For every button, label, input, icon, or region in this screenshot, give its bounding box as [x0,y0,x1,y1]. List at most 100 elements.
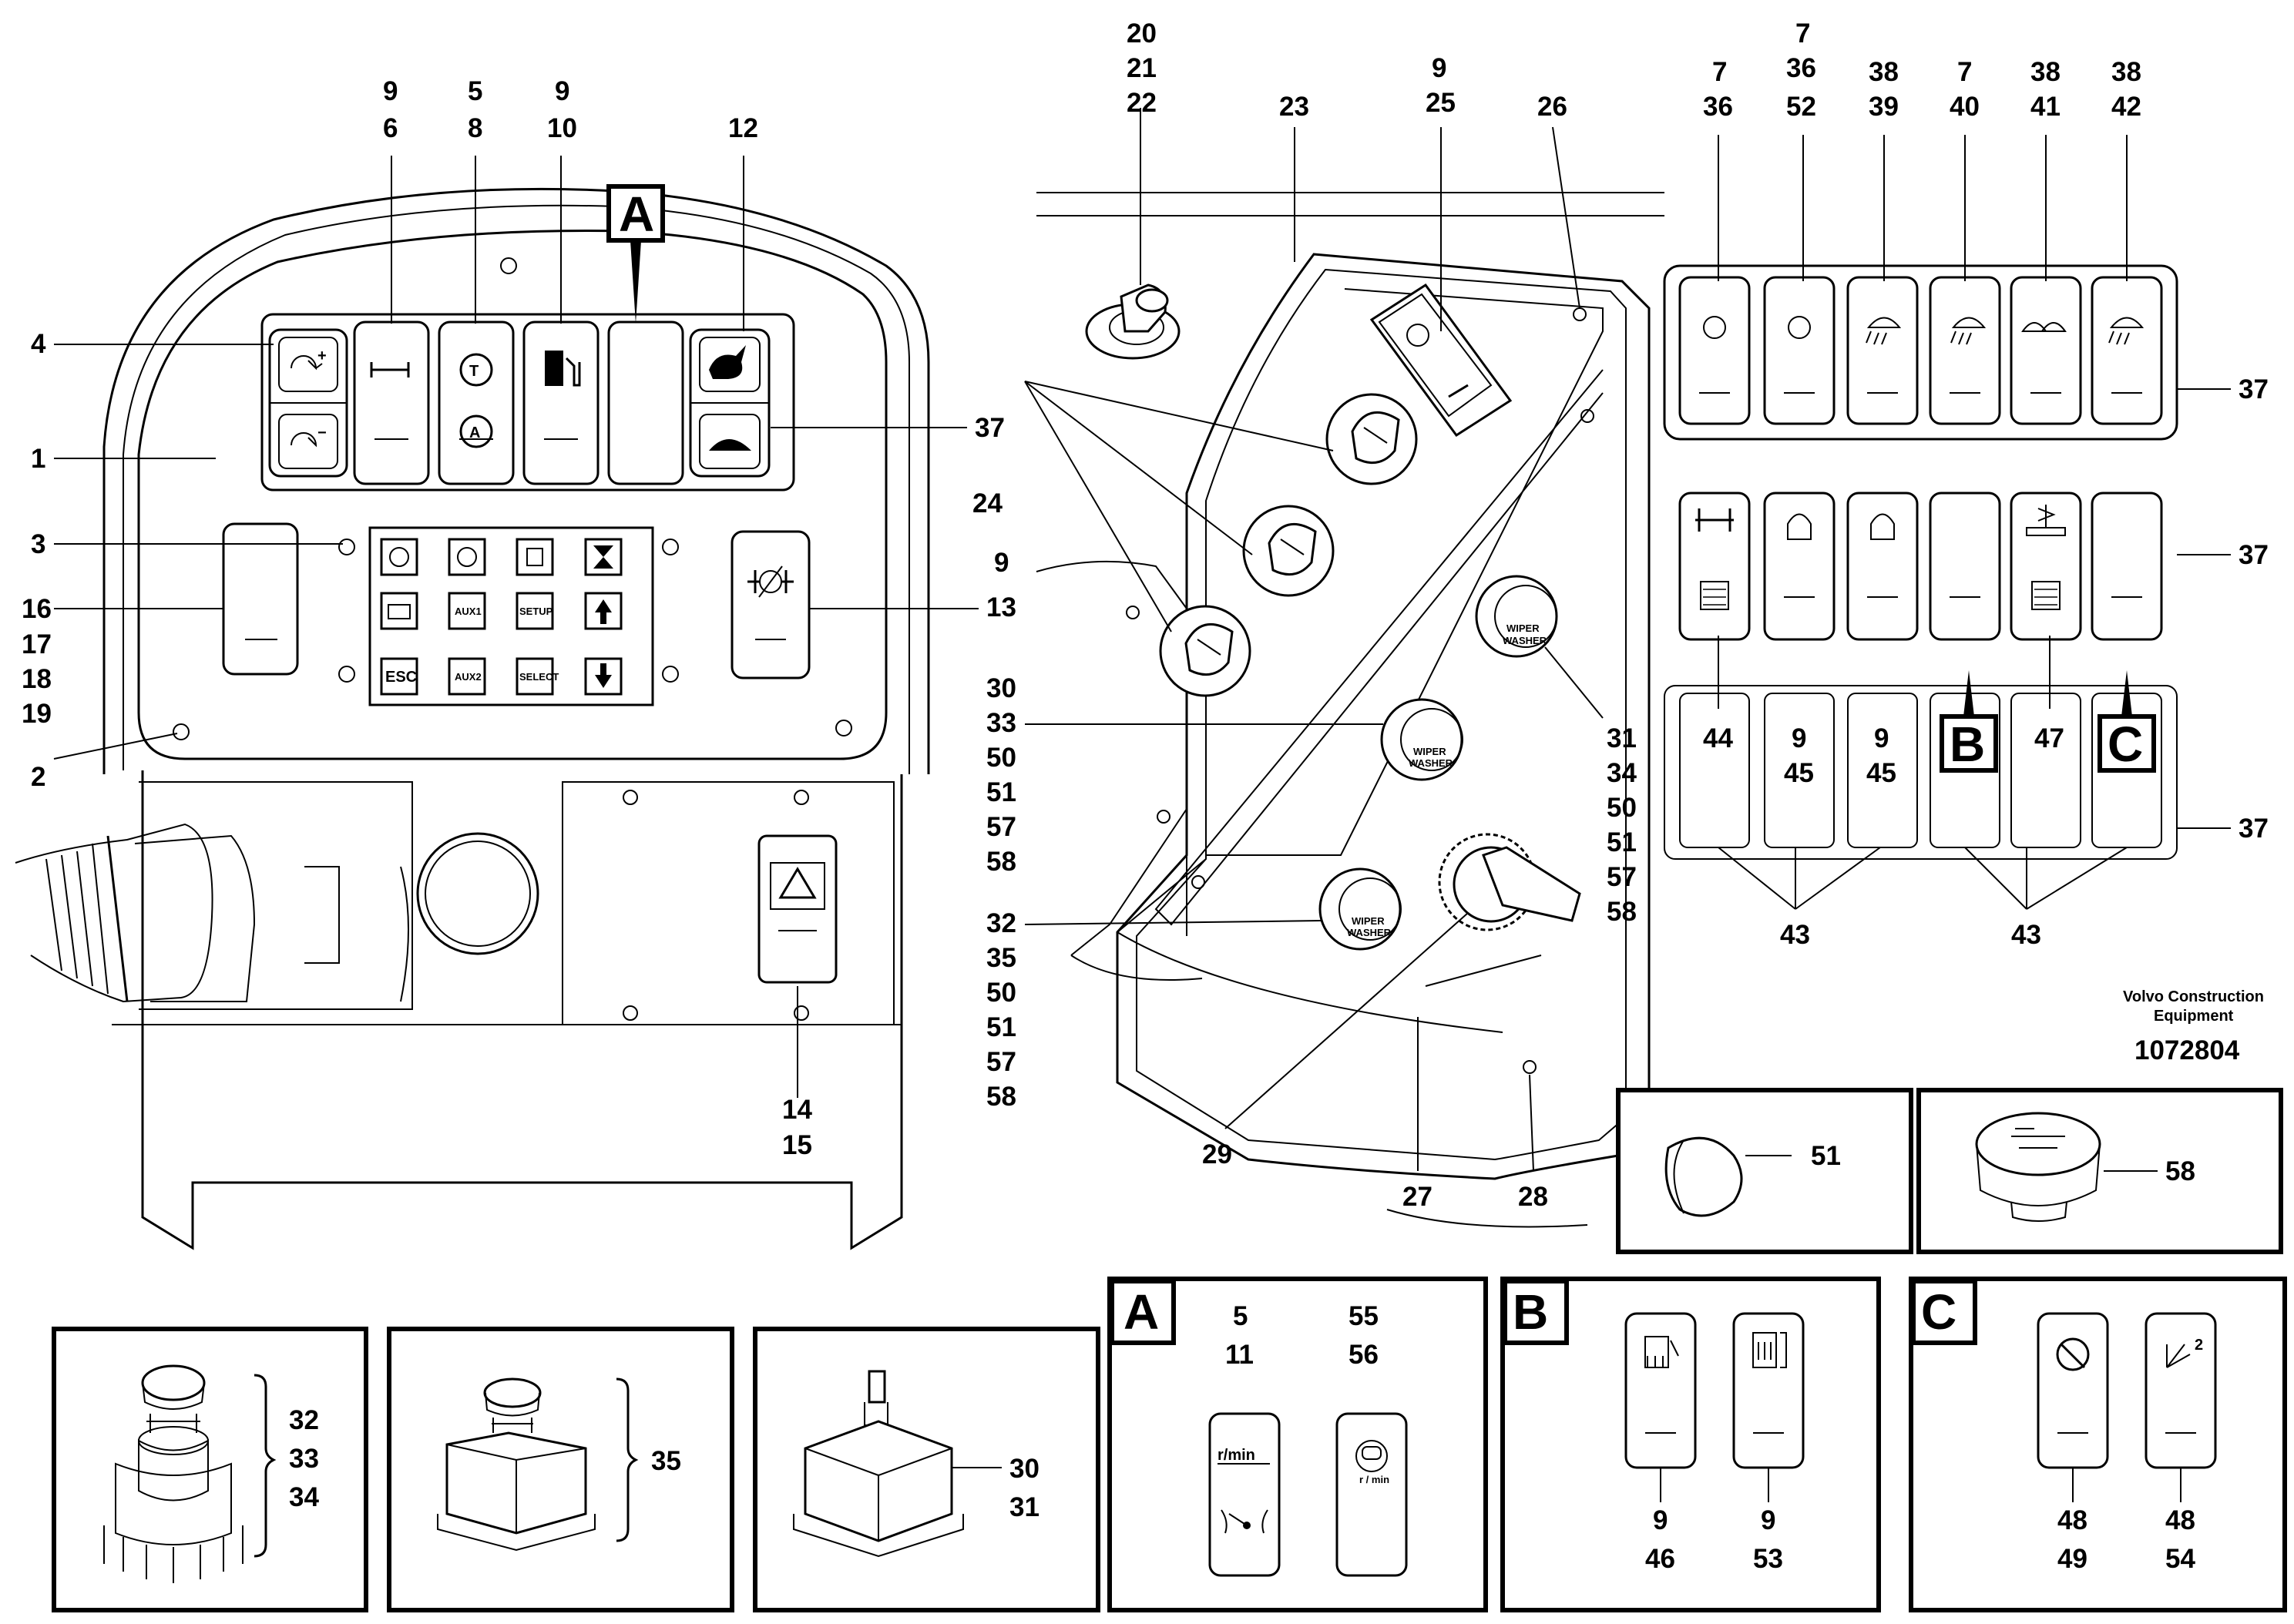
switch-38-42[interactable] [2091,276,2163,425]
callout: 6 [383,113,398,143]
svg-text:−: − [317,424,327,441]
callout: 37 [2239,540,2269,570]
callout: 33 [289,1444,319,1474]
callout: 31 [1607,723,1637,753]
key-aux2[interactable]: AUX2 [455,671,482,683]
key-setup[interactable]: SETUP [519,606,553,617]
switch-9-45a[interactable] [1763,492,1836,641]
callout: 13 [986,592,1016,622]
detail-a: A r/min r / min [1107,1277,1488,1612]
callout: 2 [31,762,45,792]
callout: 9 [994,548,1009,578]
callout: 51 [986,777,1016,807]
callout: 9 [555,76,569,106]
callout: 24 [972,488,1003,518]
switch-48-54[interactable]: 2 [2145,1312,2217,1469]
drawing-number: 1072804 [2134,1035,2240,1065]
callout: 4 [31,329,46,359]
callout: 37 [2239,374,2269,404]
switch-48-49[interactable] [2037,1312,2109,1469]
callout: 50 [986,978,1016,1008]
svg-text:B: B [1513,1284,1548,1340]
callout: 1 [31,444,45,474]
switch-9-53[interactable] [1732,1312,1805,1469]
callout: 51 [1607,827,1637,857]
callout: 22 [1127,88,1157,118]
switch-7-40[interactable] [1929,276,2001,425]
callout: 10 [547,113,577,143]
callout: 21 [1127,53,1157,83]
callout: 36 [1786,53,1816,83]
callout: 53 [1753,1544,1783,1574]
second-row-switches: B C [1664,492,2178,910]
callout: 58 [986,1082,1016,1112]
detail-block-30-31 [753,1327,1100,1612]
detail-c: C 2 [1909,1277,2287,1612]
callout: 51 [1811,1141,1841,1171]
detail-58 [1916,1088,2283,1254]
leader-lines [53,108,2231,1502]
brand-company-line1: Volvo Construction [2123,988,2264,1005]
callout: 35 [986,943,1016,973]
callout: 39 [1869,92,1899,122]
callout: 23 [1279,92,1309,122]
callout: 9 [383,76,398,106]
svg-text:T: T [469,363,479,380]
switch-7-36[interactable] [1678,276,1751,425]
callout: 45 [1866,758,1896,788]
knob-24a[interactable] [1325,393,1418,485]
callout: 11 [1225,1340,1254,1370]
callout: 7 [1795,18,1810,49]
callout: 27 [1402,1182,1432,1212]
callout: 5 [1233,1301,1248,1331]
wiper-knob-31[interactable]: WIPER WASHER [1475,575,1558,658]
callout: 46 [1645,1544,1675,1574]
switch-38-39[interactable] [1846,276,1919,425]
svg-text:+: + [317,347,327,364]
svg-text:A: A [469,424,480,441]
rotary-switch-29[interactable] [1438,833,1581,931]
switch-7-36-52[interactable] [1763,276,1836,425]
callout: 38 [2030,57,2061,87]
wiper-knob-32[interactable]: WIPER WASHER [1318,867,1402,951]
callout: 57 [986,812,1016,842]
callout: 54 [2165,1544,2195,1574]
callout: 48 [2165,1505,2195,1535]
callout: 43 [2011,920,2041,950]
key-esc[interactable]: ESC [385,669,417,686]
callout: 30 [986,673,1016,703]
detail-b: B [1500,1277,1881,1612]
callout: 37 [2239,814,2269,844]
switch-47[interactable] [2010,492,2082,641]
knob-24c[interactable] [1159,605,1251,697]
callout: 9 [1874,723,1889,753]
callout: 38 [2111,57,2141,87]
rpm-small-switch[interactable]: r / min [1335,1412,1408,1577]
svg-text:r/min: r/min [1218,1447,1255,1464]
callout: 3 [31,529,45,559]
callout: 9 [1653,1505,1668,1535]
callout: 41 [2030,92,2061,122]
knob-24b[interactable] [1242,505,1335,597]
svg-text:r / min: r / min [1359,1474,1389,1485]
rpm-switch[interactable]: r/min [1208,1412,1281,1577]
svg-text:WIPER: WIPER [1352,915,1385,927]
switch-blank-b[interactable] [1929,492,2001,641]
callout: 43 [1780,920,1810,950]
switch-9-45b[interactable] [1846,492,1919,641]
detail-51 [1616,1088,1913,1254]
callout-labels: 4 1 3 16 17 18 19 2 9 6 5 8 9 10 12 37 9… [22,18,2269,1574]
callout: 32 [289,1405,319,1435]
key-select[interactable]: SELECT [519,671,559,683]
left-console: + − T A A [15,184,930,1250]
callout: 58 [2165,1156,2195,1186]
key-aux1[interactable]: AUX1 [455,606,482,617]
switch-blank-c[interactable] [2091,492,2163,641]
wiper-knob-33[interactable]: WIPER WASHER [1380,698,1463,781]
callout: 7 [1957,57,1972,87]
switch-38-41[interactable] [2010,276,2082,425]
callout: 31 [1009,1492,1040,1522]
switch-9-46[interactable] [1624,1312,1697,1469]
callout: 17 [22,629,52,659]
switch-44[interactable] [1678,492,1751,641]
